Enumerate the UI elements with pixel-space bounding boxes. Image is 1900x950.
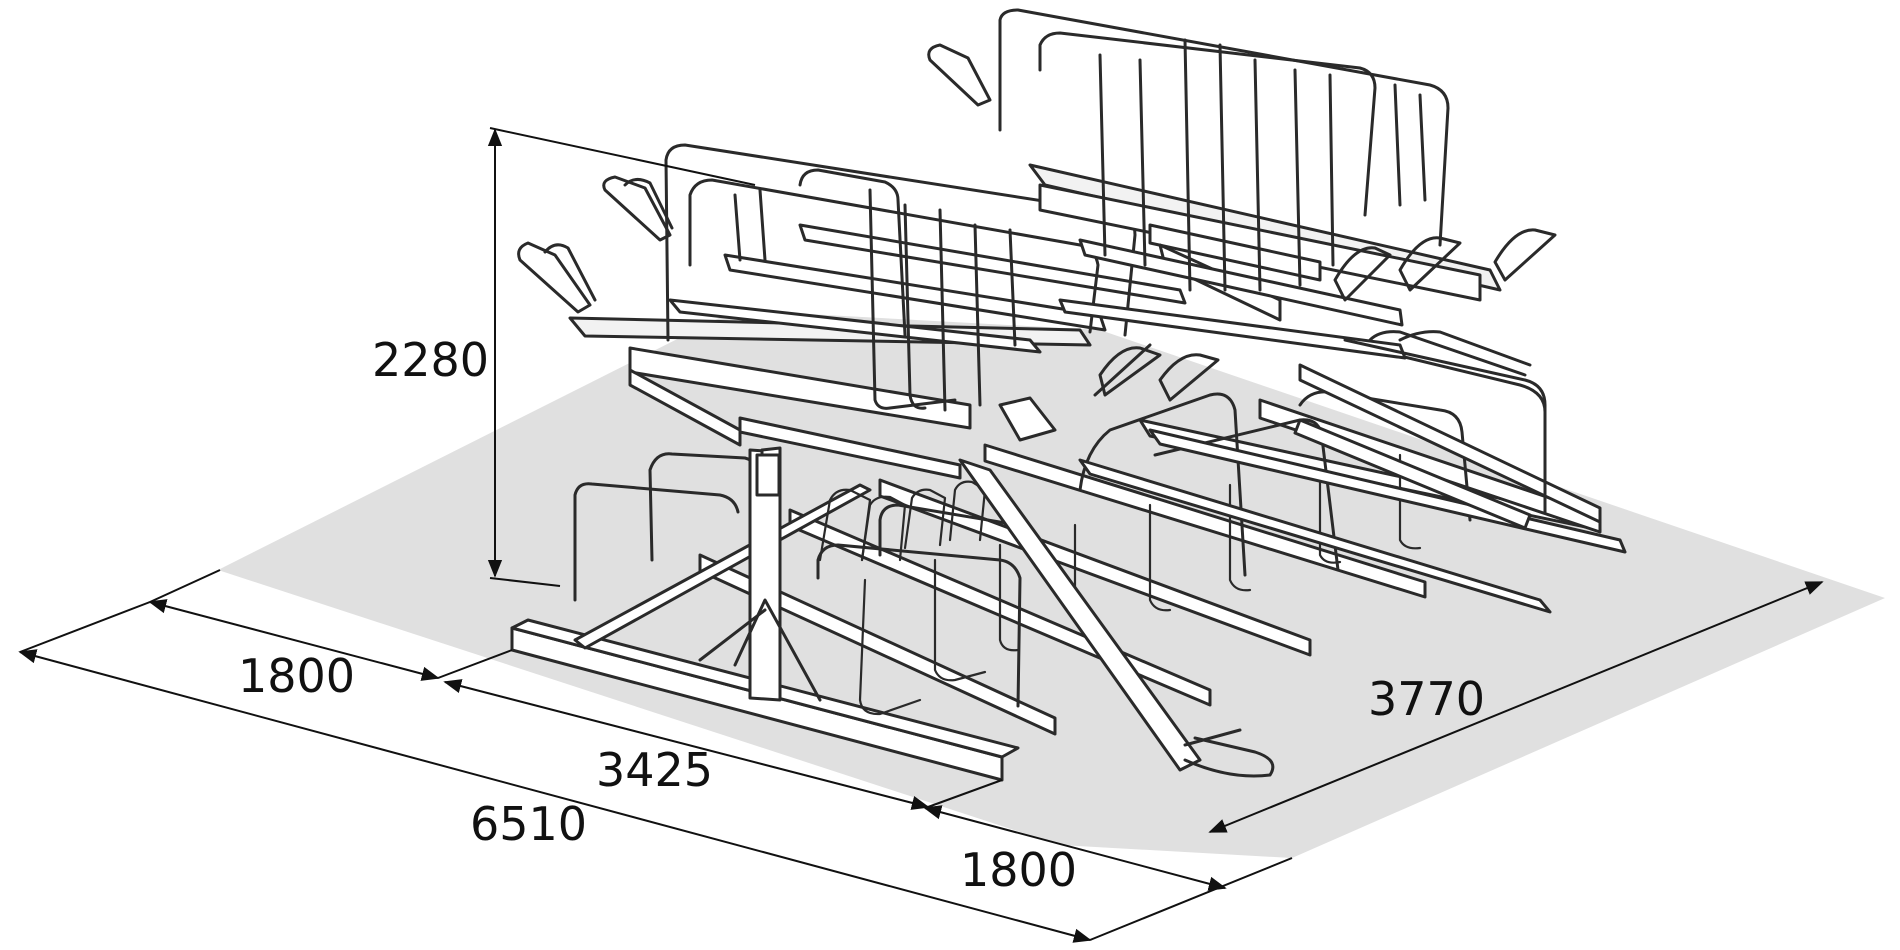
dim-right-depth-label: 1800 [960,843,1077,897]
upper-tier-left-rack [517,143,1220,480]
dim-width-label: 3770 [1368,672,1485,726]
dimension-lines [18,127,1824,943]
dim-left-depth-label: 1800 [238,649,355,703]
dim-total-length-label: 6510 [470,797,587,851]
upper-tier-rear-rack [927,8,1557,360]
dim-middle-length-label: 3425 [596,743,713,797]
dim-height-label: 2280 [372,333,489,387]
right-extension-rails [1298,330,1602,524]
lower-tier-bike-loops [573,330,1627,716]
central-post [698,396,1275,778]
